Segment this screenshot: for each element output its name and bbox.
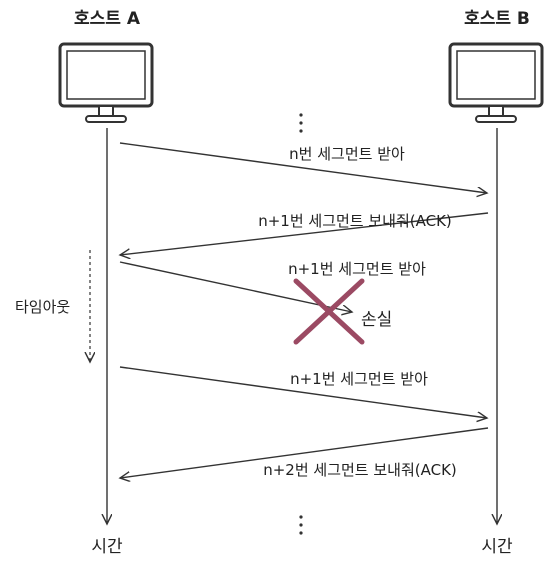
retransmit-label: n+1번 세그먼트 받아 bbox=[290, 370, 428, 388]
continuation-dots-top bbox=[299, 113, 303, 133]
loss-x-mark-icon bbox=[293, 278, 365, 345]
host-b-label: 호스트 B bbox=[464, 9, 530, 29]
host-b-monitor-icon bbox=[448, 42, 544, 123]
loss-label: 손실 bbox=[361, 310, 392, 330]
host-a-label: 호스트 A bbox=[74, 9, 141, 29]
segment-label-1: n번 세그먼트 받아 bbox=[289, 145, 405, 163]
segment-arrow-1 bbox=[119, 142, 487, 193]
timeout-label: 타임아웃 bbox=[15, 298, 70, 316]
continuation-dots-bottom bbox=[299, 515, 303, 535]
host-b-time-label: 시간 bbox=[481, 537, 513, 557]
ack-label-2: n+2번 세그먼트 보내줘(ACK) bbox=[263, 461, 457, 479]
lost-segment-label: n+1번 세그먼트 받아 bbox=[288, 260, 426, 278]
ack-arrow-1 bbox=[120, 212, 489, 255]
ack-label-1: n+1번 세그먼트 보내줘(ACK) bbox=[258, 212, 452, 230]
lost-segment-arrow bbox=[119, 261, 352, 312]
ack-arrow-2 bbox=[120, 427, 489, 478]
retransmit-arrow bbox=[119, 366, 487, 418]
host-a-monitor-icon bbox=[58, 42, 154, 123]
host-a-time-label: 시간 bbox=[91, 537, 123, 557]
